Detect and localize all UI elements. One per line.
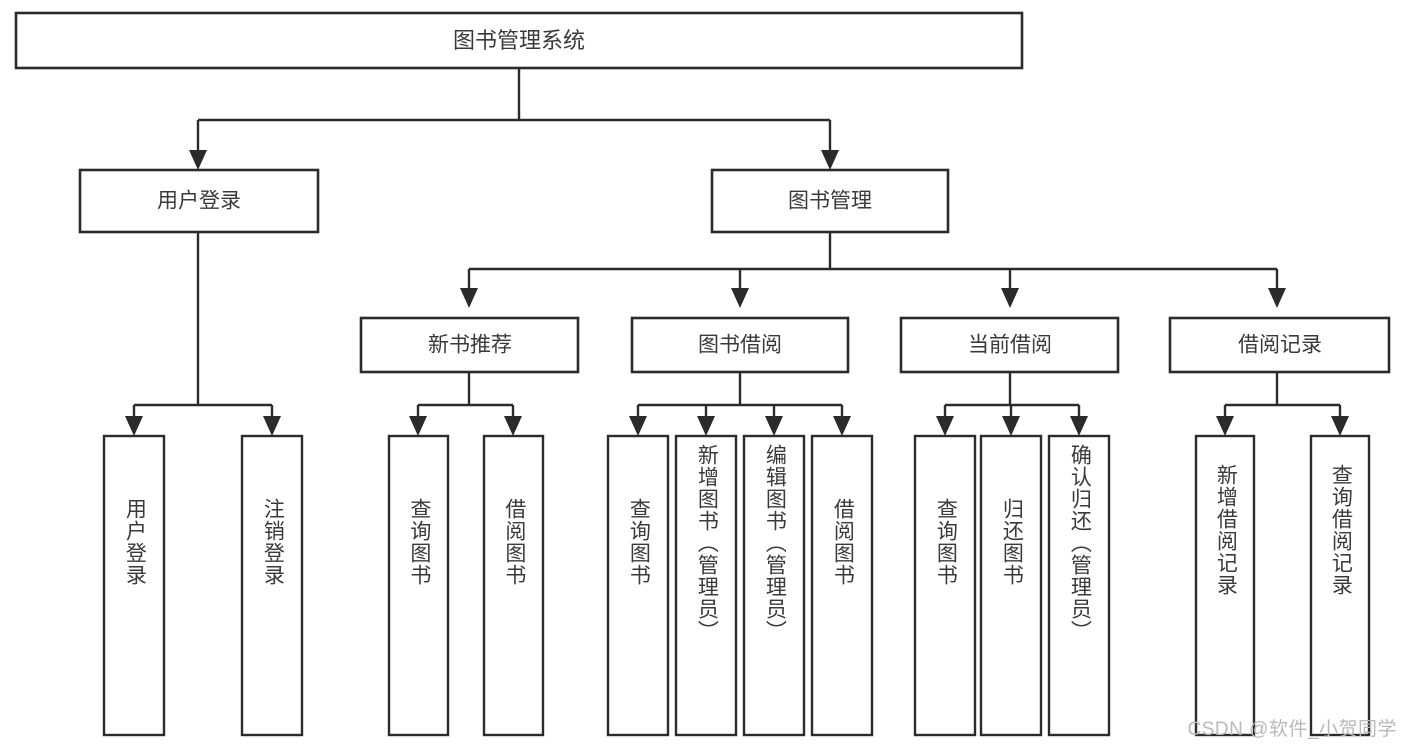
- leaf-borrow-book-bb[interactable]: [810, 434, 874, 737]
- arrowhead-current-borrow: [1001, 288, 1019, 308]
- arrowhead-user-login: [189, 150, 207, 170]
- node-borrow-record-label: 借阅记录: [1238, 334, 1322, 357]
- arrowhead-bb-leaf4: [833, 416, 851, 436]
- node-user-login-label: 用户登录: [157, 190, 241, 213]
- arrowhead-nb-leaf2: [504, 416, 522, 436]
- arrowhead-borrow-record: [1268, 288, 1286, 308]
- leaf-borrow-book-nb[interactable]: [482, 434, 545, 737]
- leaf-add-book-admin[interactable]: [674, 434, 738, 737]
- leaf-edit-book-admin[interactable]: [742, 434, 806, 737]
- arrowhead-cb-leaf3: [1070, 416, 1088, 436]
- arrowhead-new-book: [460, 288, 478, 308]
- arrowhead-nb-leaf1: [409, 416, 427, 436]
- nodes-layer: 图书管理系统 用户登录 图书管理 新书推荐 图书借阅 当前借阅 借阅记录: [14, 11, 1391, 737]
- leaf-query-book-cb[interactable]: [913, 434, 977, 737]
- node-borrow-record[interactable]: [1168, 316, 1391, 374]
- edges-layer: [125, 68, 1349, 436]
- node-book-borrow[interactable]: [630, 316, 850, 374]
- arrowhead-cb-leaf1: [936, 416, 954, 436]
- node-root-label: 图书管理系统: [453, 28, 585, 53]
- leaf-logout[interactable]: [240, 434, 304, 737]
- leaf-query-book-bb[interactable]: [606, 434, 670, 737]
- node-current-borrow-label: 当前借阅: [968, 334, 1052, 357]
- node-new-book-recommend-label: 新书推荐: [428, 334, 512, 357]
- node-book-borrow-label: 图书借阅: [698, 334, 782, 357]
- node-user-login[interactable]: [78, 168, 320, 234]
- node-current-borrow[interactable]: [899, 316, 1120, 374]
- leaf-query-borrow-record[interactable]: [1309, 434, 1371, 737]
- node-book-manage-label: 图书管理: [788, 190, 872, 213]
- node-book-manage[interactable]: [710, 168, 950, 234]
- arrowhead-br-leaf2: [1331, 416, 1349, 436]
- leaf-return-book[interactable]: [979, 434, 1043, 737]
- arrowhead-br-leaf1: [1216, 416, 1234, 436]
- leaf-query-book-nb[interactable]: [387, 434, 450, 737]
- arrowhead-leaf-user-login: [125, 416, 143, 436]
- arrowhead-leaf-logout: [263, 416, 281, 436]
- arrowhead-bb-leaf2: [697, 416, 715, 436]
- node-new-book-recommend[interactable]: [359, 316, 580, 374]
- leaf-confirm-return-admin[interactable]: [1047, 434, 1111, 737]
- leaf-add-borrow-record[interactable]: [1194, 434, 1256, 737]
- arrowhead-book-borrow: [731, 288, 749, 308]
- arrowhead-bb-leaf3: [765, 416, 783, 436]
- node-root[interactable]: [14, 11, 1024, 70]
- arrowhead-cb-leaf2: [1002, 416, 1020, 436]
- arrowhead-bb-leaf1: [629, 416, 647, 436]
- arrowhead-book-manage: [821, 150, 839, 170]
- leaf-user-login[interactable]: [102, 434, 166, 737]
